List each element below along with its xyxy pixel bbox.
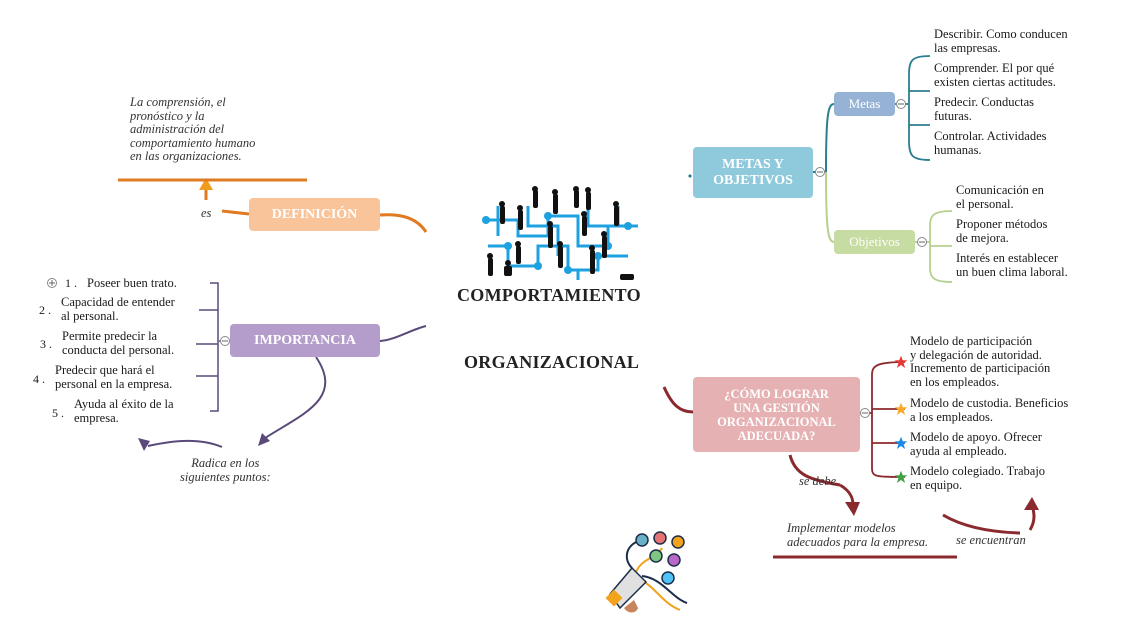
implementar-text: Implementar modelos adecuados para la em… <box>787 521 929 549</box>
radica-text: Radica en los siguientes puntos: <box>180 456 271 484</box>
list-item: Permite predecir la conducta del persona… <box>62 329 175 357</box>
star-icon <box>894 355 908 368</box>
star-icon <box>894 436 908 449</box>
center-title-line1: COMPORTAMIENTO <box>457 285 641 305</box>
center-title-line2: ORGANIZACIONAL <box>464 352 640 372</box>
model-item: Modelo de custodia. Beneficios a los emp… <box>910 396 1069 424</box>
list-item-number: 3 . <box>40 337 52 351</box>
model-item: Modelo colegiado. Trabajo en equipo. <box>910 464 1046 492</box>
megaphone-icon <box>605 531 688 613</box>
star-icon <box>894 402 908 415</box>
people-network-image <box>478 186 642 282</box>
definicion-node[interactable]: DEFINICIÓN <box>249 198 380 231</box>
metas-objetivos-node[interactable]: METAS Y OBJETIVOS <box>693 147 813 198</box>
metas-node[interactable]: Metas <box>834 92 895 116</box>
list-item: Poseer buen trato. <box>87 276 177 290</box>
model-item: Modelo de participación y delegación de … <box>910 334 1051 389</box>
list-item-number: 5 . <box>52 406 64 420</box>
list-item-number: 1 . <box>65 276 77 290</box>
model-item: Modelo de apoyo. Ofrecer ayuda al emplea… <box>910 430 1042 458</box>
gestion-node[interactable]: ¿CÓMO LOGRAR UNA GESTIÓN ORGANIZACIONAL … <box>693 377 860 452</box>
objetivos-node[interactable]: Objetivos <box>834 230 915 254</box>
list-item-number: 4 . <box>33 372 45 386</box>
connector-se-debe: se debe <box>799 474 837 488</box>
connector-se-encuentran: se encuentran <box>956 533 1026 547</box>
connector-es: es <box>201 206 212 220</box>
definicion-text: La comprensión, el pronóstico y la admin… <box>130 95 256 163</box>
list-item: Ayuda al éxito de la empresa. <box>74 397 174 425</box>
list-item: Capacidad de entender al personal. <box>61 295 175 323</box>
list-item: Predecir que hará el personal en la empr… <box>55 363 173 391</box>
star-icon <box>894 470 908 483</box>
importancia-node[interactable]: IMPORTANCIA <box>230 324 380 357</box>
list-item-number: 2 . <box>39 303 51 317</box>
